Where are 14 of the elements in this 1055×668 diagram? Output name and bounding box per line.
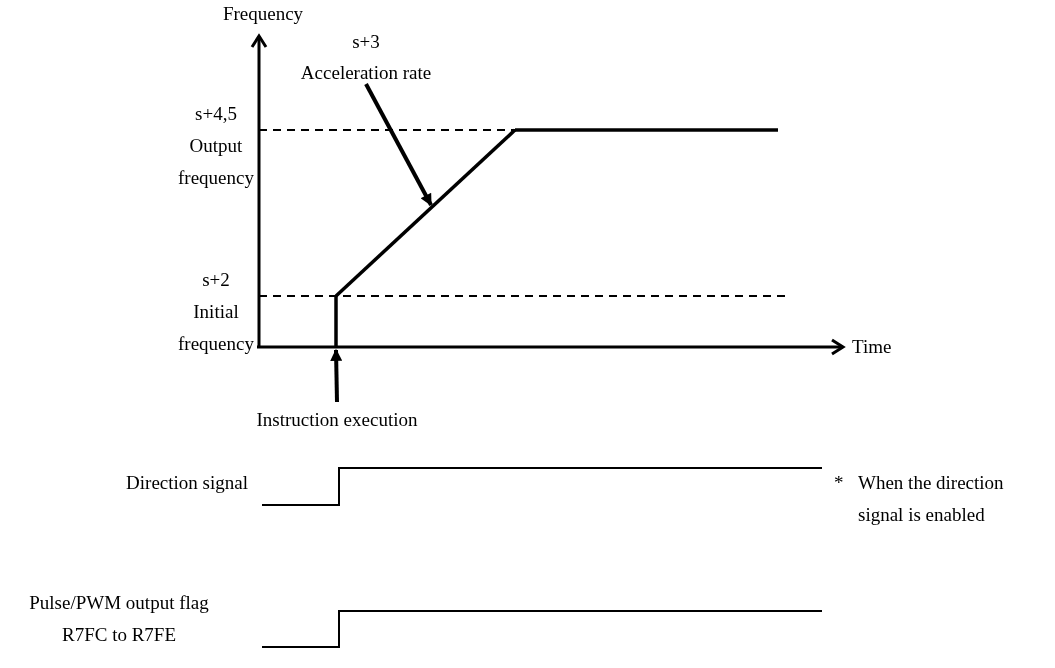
- footnote-mark: *: [834, 471, 845, 495]
- signal-label: Direction signal: [125, 471, 248, 495]
- signal-label: Pulse/PWM output flag R7FC to R7FE: [28, 591, 210, 647]
- annotation-text: Acceleration rate: [299, 61, 433, 85]
- acceleration-ramp-line: [334, 128, 517, 298]
- arrow: [364, 83, 433, 207]
- footnote-text: When the direction signal is enabled: [858, 471, 1005, 527]
- axis-label: Time: [852, 335, 893, 359]
- axis-label: Frequency: [221, 2, 305, 26]
- annotation-text: Instruction execution: [255, 408, 419, 432]
- level-label: s+4,5 Output frequency: [177, 102, 255, 190]
- arrow: [330, 348, 343, 403]
- annotation-text: s+3: [351, 30, 381, 54]
- level-label: s+2 Initial frequency: [178, 268, 254, 356]
